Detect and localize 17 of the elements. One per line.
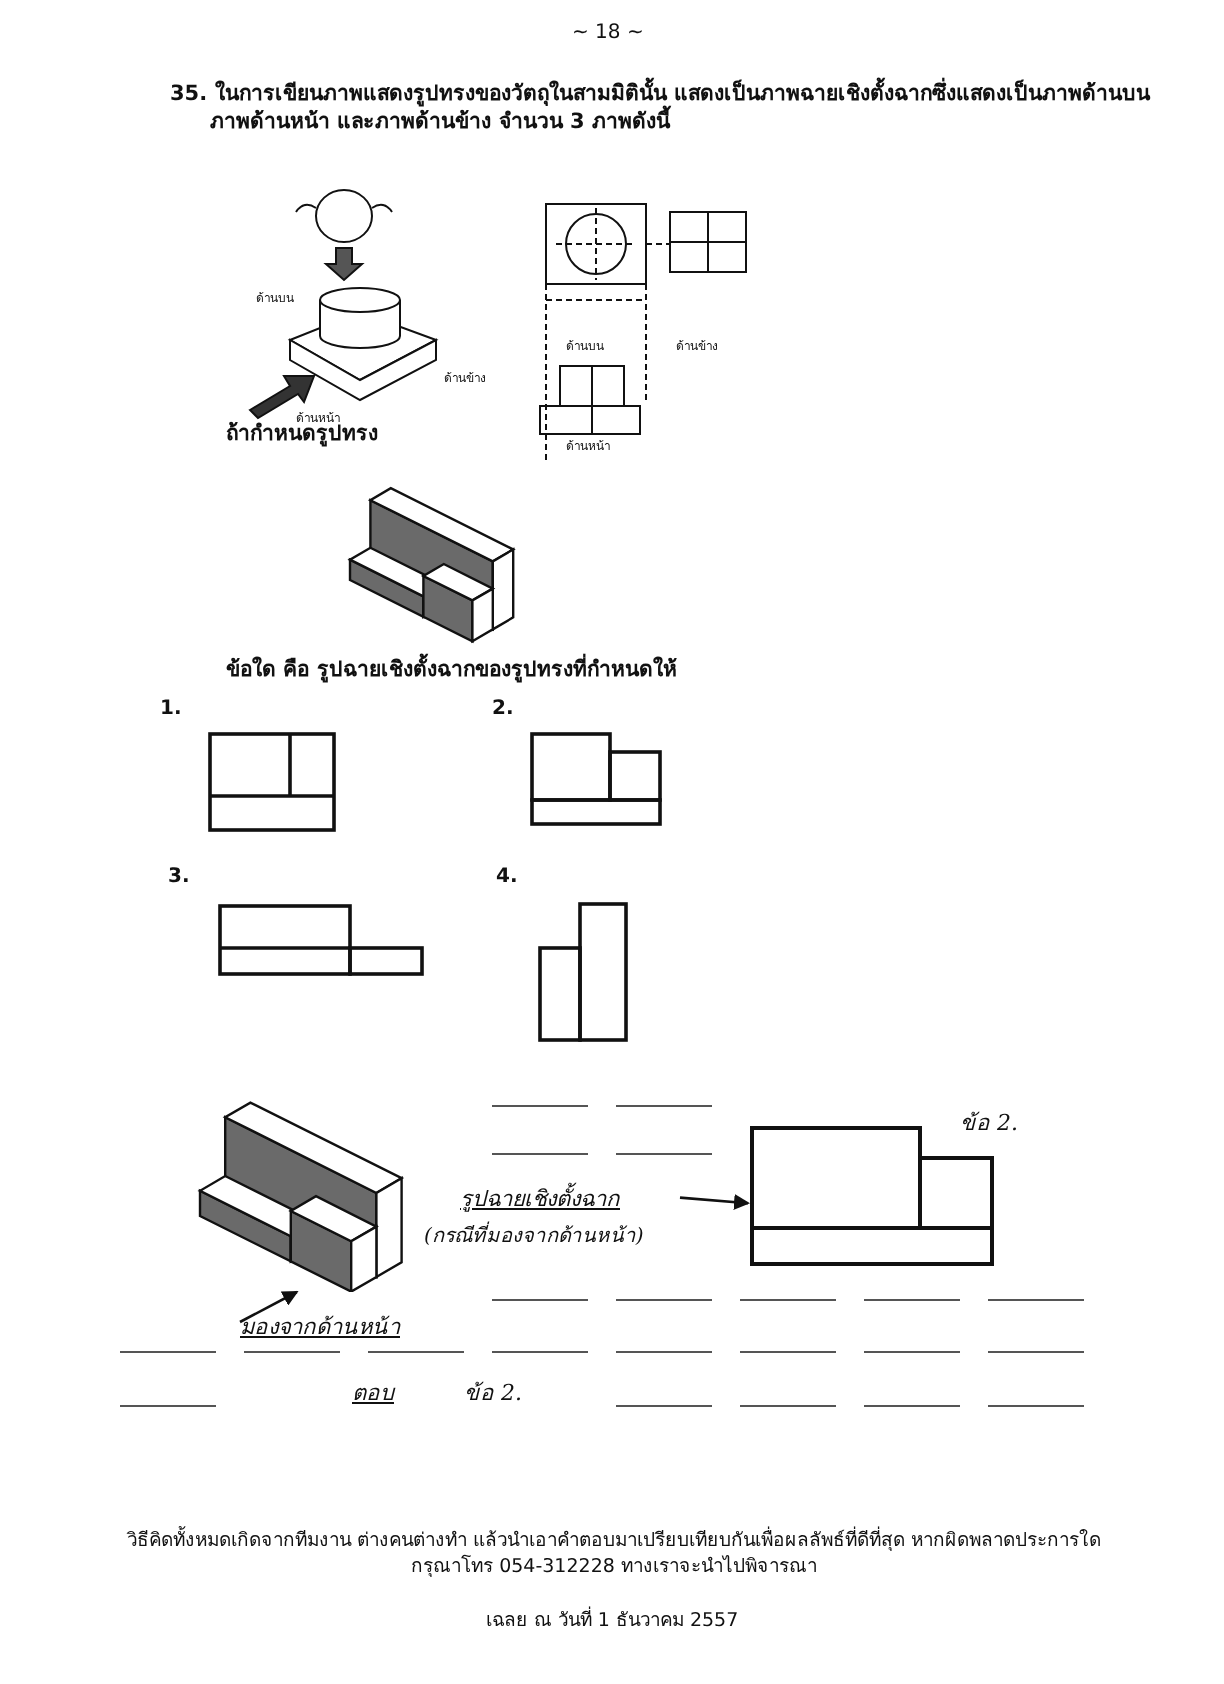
option-number: 4. bbox=[496, 864, 518, 891]
arrow bbox=[679, 1194, 750, 1210]
footer-text: วิธีคิดทั้งหมดเกิดจากทีมงาน ต่างคนต่างทำ แล้วนำเอาคำตอบมาเปรียบเทียบกันเพื่อผลลัพธ์ที่ดีที่สุด หากผิดพลาดประการใด กรุณาโทร 054-312228 ทางเราจะนำไปพิจารณา bbox=[124, 1530, 1104, 1582]
option-number: 1. bbox=[160, 696, 182, 723]
handwritten-note: ข้อ 2. bbox=[960, 1110, 1018, 1140]
question-text: 35. ในการเขียนภาพแสดงรูปทรงของวัตถุในสามมิตินั้น แสดงเป็นภาพฉายเชิงตั้งฉากซึ่งแสดงเป็นภาพด้านบน ภาพด้านหน้า และภาพด้านข้าง จำนวน 3 ภาพดังนี้ bbox=[170, 80, 1170, 137]
handwritten-note: ข้อ 2. bbox=[464, 1380, 522, 1410]
page-number: ~ 18 ~ bbox=[572, 20, 644, 47]
option-number: 3. bbox=[168, 864, 190, 891]
instruction-text: ข้อใด คือ รูปฉายเชิงตั้งฉากของรูปทรงที่กำหนดให้ bbox=[226, 656, 677, 685]
handwritten-note: (กรณีที่มองจากด้านหน้า) bbox=[424, 1224, 644, 1251]
handwritten-note: รูปฉายเชิงตั้งฉาก bbox=[460, 1180, 620, 1216]
arrow bbox=[239, 1290, 299, 1324]
answer-label: ตอบ bbox=[352, 1380, 394, 1410]
option-number: 2. bbox=[492, 696, 514, 723]
instruction-text: ถ้ากำหนดรูปทรง bbox=[226, 422, 378, 449]
footer-text: เฉลย ณ วันที่ 1 ธันวาคม 2557 bbox=[483, 1610, 741, 1636]
